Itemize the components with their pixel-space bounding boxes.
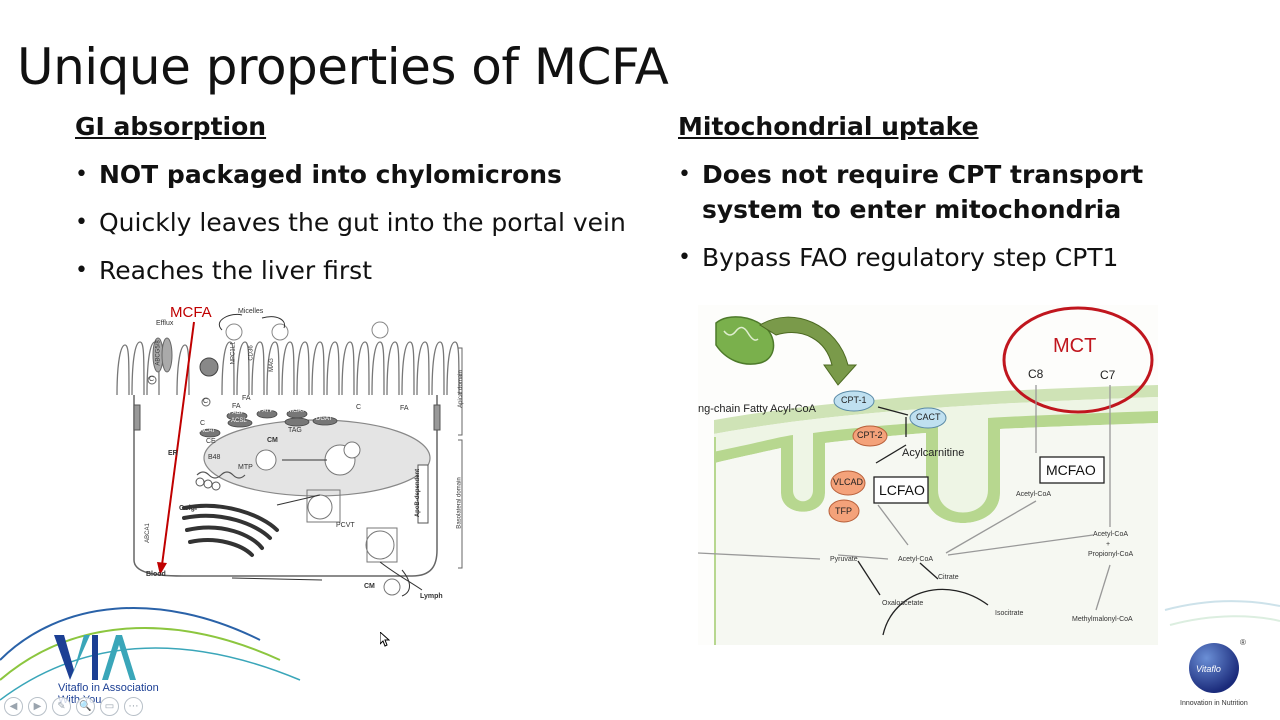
- c-label: C: [203, 398, 209, 405]
- er-label: ER: [168, 450, 178, 457]
- cm-label: CM: [364, 583, 375, 590]
- logo-text-line1: Vitaflo in Association: [58, 682, 159, 694]
- mouse-cursor-icon: [380, 632, 390, 647]
- fa-label: FA: [400, 405, 409, 412]
- fatp-label: FATP: [259, 408, 274, 414]
- slideshow-controls: ◀ ▶ ✎ 🔍 ▭ ⋯: [4, 697, 143, 717]
- brand-name: Vitaflo: [1196, 664, 1221, 674]
- abca1-label: ABCA1: [144, 523, 151, 543]
- cm-label: CM: [267, 437, 278, 444]
- fa-label: FA: [242, 395, 251, 402]
- mtp-label: MTP: [238, 464, 253, 471]
- basolateral-domain-label: Basolateral domain: [456, 477, 463, 529]
- mitochondrial-uptake-list: •Does not require CPT transport system t…: [678, 157, 1238, 288]
- isocitrate-label: Isocitrate: [995, 610, 1024, 617]
- zoom-button[interactable]: 🔍: [76, 697, 95, 716]
- acetyl-coa-label: Acetyl-CoA: [1093, 531, 1129, 538]
- oxaloacetate-label: Oxaloacetate: [882, 600, 924, 607]
- fabp-label: FABP: [229, 410, 245, 416]
- cd36-label: CD36: [248, 345, 255, 361]
- cpt2-label: CPT-2: [857, 430, 883, 440]
- mct-label: MCT: [1053, 335, 1097, 357]
- pyruvate-label: Pyruvate: [830, 556, 858, 563]
- list-item: •Bypass FAO regulatory step CPT1: [678, 243, 1119, 272]
- apob-label: ApoB-dependent: [415, 468, 422, 518]
- c-label: C: [149, 376, 155, 383]
- fa-label: FA: [232, 403, 241, 410]
- tag-label: TAG: [288, 427, 302, 434]
- golgi-label: Golgi: [179, 505, 197, 512]
- citrate-label: Citrate: [938, 574, 959, 581]
- lcfao-label: LCFAO: [879, 482, 925, 498]
- list-item: •Quickly leaves the gut into the portal …: [75, 208, 626, 237]
- pen-tool-button[interactable]: ✎: [52, 697, 71, 716]
- slide-title: Unique properties of MCFA: [17, 38, 669, 96]
- gi-absorption-heading: GI absorption: [75, 112, 267, 141]
- brand-tagline: Innovation in Nutrition: [1180, 700, 1248, 707]
- mag-label: MAG: [268, 358, 275, 372]
- propionyl-coa-label: Propionyl-CoA: [1088, 551, 1134, 558]
- cact-label: CACT: [916, 412, 941, 422]
- list-item: •Does not require CPT transport system t…: [678, 160, 1144, 224]
- c-label: C: [200, 420, 206, 427]
- pcvt-label: PCVT: [336, 522, 355, 529]
- enterocyte-diagram: MCFA Efflux Micelles ABCG5/8 NPC1L1 CD36…: [112, 300, 482, 605]
- registered-mark: ®: [1240, 638, 1246, 647]
- more-options-button[interactable]: ⋯: [124, 697, 143, 716]
- c-label: C: [356, 404, 362, 411]
- list-item: •NOT packaged into chylomicrons: [75, 160, 562, 189]
- acsl-label: ACSL: [231, 418, 247, 424]
- efflux-label: Efflux: [156, 320, 174, 327]
- npc1l1-label: NPC1L1: [230, 341, 237, 365]
- abcg5-label: ABCG5/8: [155, 340, 162, 366]
- dgat-label: DGAT: [316, 416, 333, 422]
- acyl-coa-label: ng-chain Fatty Acyl-CoA: [698, 403, 816, 415]
- tfp-label: TFP: [835, 506, 852, 516]
- previous-slide-button[interactable]: ◀: [4, 697, 23, 716]
- mitochondria-diagram: MCT C8 C7 ng-chain Fatty Acyl-CoA CPT-1 …: [698, 305, 1158, 645]
- list-item: •Reaches the liver first: [75, 256, 373, 285]
- c7-label: C7: [1100, 368, 1116, 382]
- acetyl-coa-label: Acetyl-CoA: [898, 556, 934, 563]
- mcfa-label: MCFA: [170, 304, 212, 321]
- plus-label: +: [1106, 541, 1111, 548]
- vitaflo-association-logo: Vitaflo in Association With You: [48, 630, 188, 710]
- b48-label: B48: [208, 454, 221, 461]
- micelles-label: Micelles: [238, 308, 264, 315]
- mcfao-label: MCFAO: [1046, 462, 1096, 478]
- apical-domain-label: Apical domain: [457, 370, 464, 408]
- blood-label: Blood: [146, 571, 166, 578]
- mgat-label: MGAT: [288, 408, 305, 414]
- mitochondrial-uptake-heading: Mitochondrial uptake: [678, 112, 979, 141]
- cpt1-label: CPT-1: [841, 395, 867, 405]
- methylmalonyl-coa-label: Methylmalonyl-CoA: [1072, 616, 1133, 623]
- gi-absorption-list: •NOT packaged into chylomicrons •Quickly…: [75, 157, 675, 301]
- vitaflo-brand-logo: Vitaflo ® Innovation in Nutrition: [1176, 636, 1256, 716]
- lymph-label: Lymph: [420, 593, 443, 600]
- subtitles-button[interactable]: ▭: [100, 697, 119, 716]
- ce-label: CE: [206, 438, 216, 445]
- acetyl-coa-label: Acetyl-CoA: [1016, 491, 1052, 498]
- next-slide-button[interactable]: ▶: [28, 697, 47, 716]
- acylcarnitine-label: Acylcarnitine: [902, 447, 965, 459]
- acat-label: ACAT: [200, 428, 216, 434]
- c8-label: C8: [1028, 367, 1044, 381]
- vlcad-label: VLCAD: [833, 477, 864, 487]
